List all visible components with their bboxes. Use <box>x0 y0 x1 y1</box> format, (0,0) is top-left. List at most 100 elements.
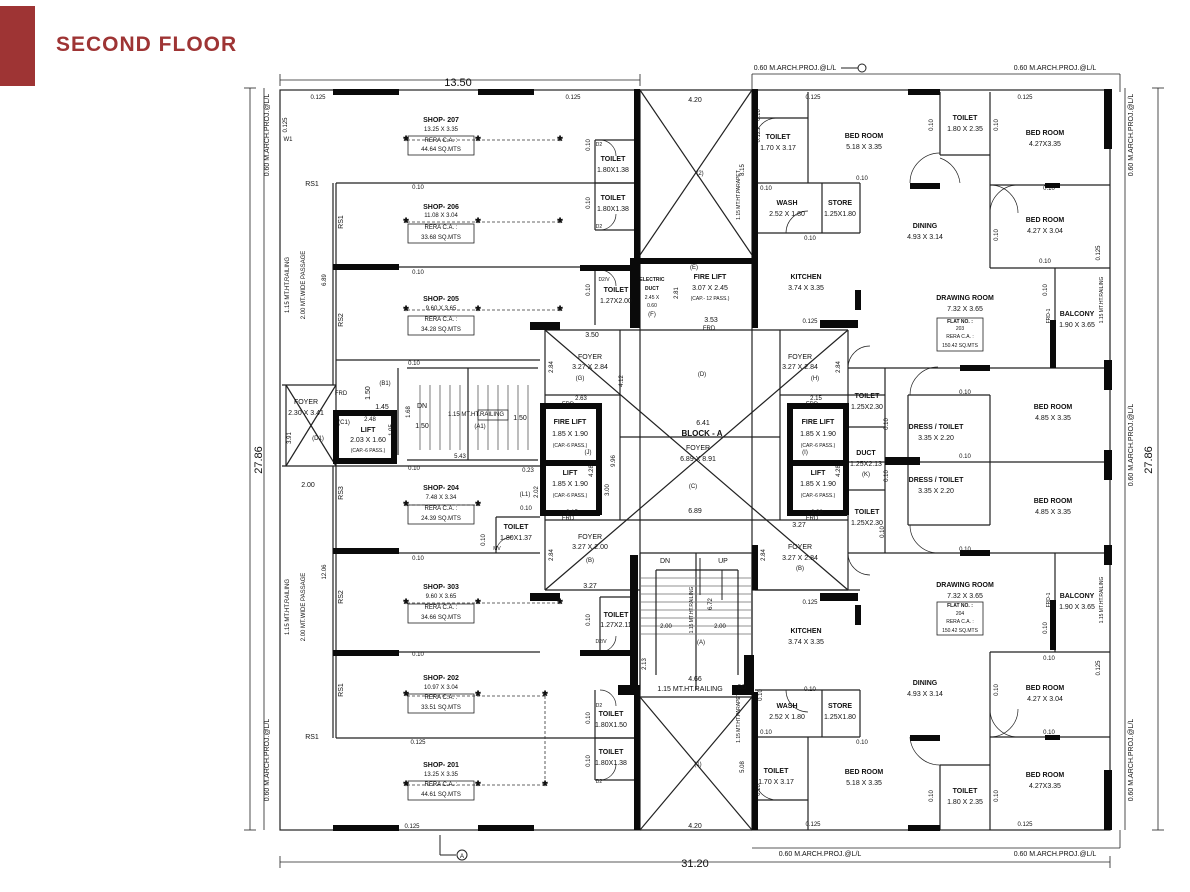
labels-126: 1.15 MT.HT.RAILING <box>657 686 722 693</box>
labels-64: 1.15 MT.HT.RAILING <box>285 579 291 635</box>
labels-158: TOILET <box>855 393 880 400</box>
vlabels-1: 12.06 <box>322 564 328 580</box>
svg-text:*: * <box>475 215 480 230</box>
labels-182: 1.15 MT.HT.RAILING <box>1099 577 1105 624</box>
title-accent-block <box>0 6 35 86</box>
labels-63: 2.00 MT.WIDE PASSAGE <box>301 251 307 320</box>
labels-183: KITCHEN <box>790 628 821 635</box>
labels-233: 1.50 <box>415 423 429 430</box>
svg-text:*: * <box>475 133 480 148</box>
labels-35: RERA C.A. : <box>424 782 457 788</box>
labels-91: (H) <box>811 376 819 382</box>
labels-218: 0.10 <box>856 176 868 182</box>
labels-165: 1.25X2.13 <box>850 461 882 468</box>
labels-88: (G) <box>576 376 585 382</box>
labels-245: FRD <box>562 516 575 522</box>
svg-text:*: * <box>403 498 408 513</box>
labels-197: TOILET <box>953 788 978 795</box>
labels-174: 7.32 X 3.65 <box>947 593 983 600</box>
labels-240: 2.15 <box>810 396 822 402</box>
labels-82: (CAP.-6 PASS.) <box>801 443 836 449</box>
labels-162: BED ROOM <box>1034 404 1073 411</box>
vlabels-25: 0.10 <box>586 712 592 724</box>
labels-143: 4.93 X 3.14 <box>907 234 943 241</box>
labels-67: RS1 <box>338 215 345 229</box>
vlabels-17: 6.72 <box>708 598 714 610</box>
vlabels-40: 0.10 <box>994 684 1000 696</box>
labels-257: (L1) <box>520 492 531 498</box>
labels-208: 0.125 <box>802 319 818 325</box>
labels-207: 0.125 <box>1017 822 1033 828</box>
labels-170: 4.85 X 3.35 <box>1035 509 1071 516</box>
labels-194: 1.70 X 3.17 <box>758 779 794 786</box>
labels-19: RERA C.A. : <box>424 317 457 323</box>
labels-55: 2.03 X 1.60 <box>350 437 386 444</box>
labels-45: TOILET <box>604 612 629 619</box>
labels-112: 0.60 <box>647 303 657 309</box>
svg-text:*: * <box>475 303 480 318</box>
labels-36: 44.61 SQ.MTS <box>421 792 461 798</box>
labels-198: 1.80 X 2.35 <box>947 799 983 806</box>
dimension-lines <box>244 73 1164 868</box>
svg-text:*: * <box>403 688 408 703</box>
labels-235: 2.48 <box>364 417 376 423</box>
labels-83: LIFT <box>811 470 826 477</box>
labels-24: 24.39 SQ.MTS <box>421 516 461 522</box>
labels-34: 13.25 X 3.35 <box>424 772 459 778</box>
labels-135: 1.80 X 2.35 <box>947 126 983 133</box>
labels-201: 0.125 <box>310 95 326 101</box>
labels-33: SHOP- 201 <box>423 762 459 769</box>
labels-58: (B1) <box>379 381 390 387</box>
vlabels-29: 0.125 <box>756 127 762 143</box>
labels-204: 0.125 <box>1017 95 1033 101</box>
labels-123: 2.00 <box>714 624 726 630</box>
vlabels-31: 0.10 <box>994 119 1000 131</box>
labels-125: 4.66 <box>688 676 702 683</box>
labels-75: 1.85 X 1.90 <box>552 431 588 438</box>
labels-100: 6.89 X 8.91 <box>680 456 716 463</box>
vlabels-32: 0.10 <box>994 229 1000 241</box>
labels-120: DN <box>660 558 670 565</box>
labels-252: D2/V <box>598 277 610 283</box>
svg-text:*: * <box>542 688 547 703</box>
vlabels-21: 0.10 <box>586 139 592 151</box>
labels-29: SHOP- 202 <box>423 675 459 682</box>
labels-0: 0.60 M.ARCH.PROJ.@L/L <box>264 94 271 177</box>
vlabels-3: 1.50 <box>365 386 372 400</box>
labels-128: 1.15 MT.HT.PARAPET <box>736 170 742 220</box>
labels-116: 3.07 X 2.45 <box>692 285 728 292</box>
labels-13: SHOP- 206 <box>423 204 459 211</box>
labels-81: 1.85 X 1.90 <box>800 431 836 438</box>
vlabels-9: 4.12 <box>619 375 625 387</box>
svg-text:*: * <box>475 688 480 703</box>
labels-77: LIFT <box>563 470 578 477</box>
labels-226: 0.10 <box>804 687 816 693</box>
labels-209: 0.125 <box>802 600 818 606</box>
vlabels-24: 0.10 <box>586 614 592 626</box>
labels-254: D2 <box>596 703 603 709</box>
labels-132: BED ROOM <box>845 133 884 140</box>
vlabels-2: 3.91 <box>287 432 293 444</box>
vlabels-18: 2.13 <box>642 658 648 670</box>
labels-106: (1) <box>694 762 701 768</box>
svg-text:*: * <box>557 133 562 148</box>
labels-236: 5.43 <box>454 454 466 460</box>
labels-46: 1.27X2.11 <box>600 622 632 629</box>
labels-86: FOYER <box>578 354 602 361</box>
vlabels-10: 9.96 <box>611 455 617 467</box>
labels-18: 9.60 X 3.65 <box>426 306 457 312</box>
labels-52: 2.30 X 3.41 <box>288 410 324 417</box>
labels-215: 0.10 <box>412 556 424 562</box>
labels-115: FIRE LIFT <box>694 274 727 281</box>
labels-177: RERA C.A. : <box>946 619 974 625</box>
labels-246: FRD <box>806 402 819 408</box>
labels-241: 2.38 <box>811 510 823 516</box>
thick-walls <box>333 89 1112 831</box>
labels-124: (A) <box>697 640 705 646</box>
labels-178: 150.42 SQ.MTS <box>942 628 979 634</box>
labels-113: (F) <box>648 312 656 318</box>
labels-15: RERA C.A. : <box>424 225 457 231</box>
labels-97: (B) <box>796 566 804 572</box>
svg-text:*: * <box>403 133 408 148</box>
labels-154: BALCONY <box>1060 311 1095 318</box>
